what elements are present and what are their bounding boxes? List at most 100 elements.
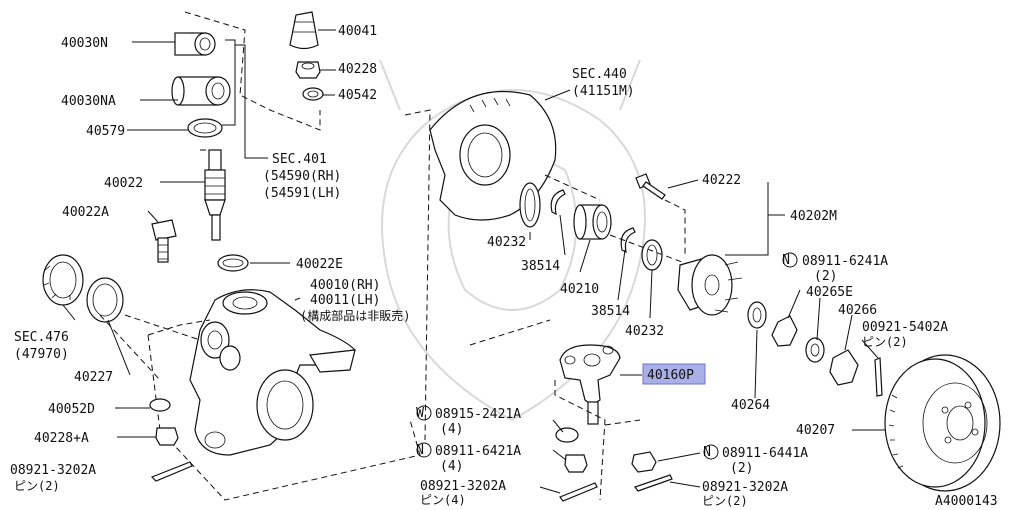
hub-40202M bbox=[677, 254, 743, 316]
seal-40232-b bbox=[641, 239, 663, 271]
circle-w-icon: W bbox=[416, 406, 424, 421]
label-sec476-sub: (47970) bbox=[14, 347, 69, 362]
label-40022E[interactable]: 40022E bbox=[296, 257, 343, 272]
label-40210[interactable]: 40210 bbox=[560, 282, 599, 297]
dashed-guide bbox=[604, 419, 641, 426]
label-sec401[interactable]: SEC.401 bbox=[272, 152, 327, 167]
label-note-jp: (構成部品は非販売) bbox=[300, 308, 410, 323]
label-08915-qty: (4) bbox=[440, 422, 463, 437]
label-40579[interactable]: 40579 bbox=[86, 124, 125, 139]
label-40542[interactable]: 40542 bbox=[338, 88, 377, 103]
steering-knuckle bbox=[189, 289, 356, 456]
label-08911-6441A-qty: (2) bbox=[730, 461, 753, 476]
label-08915-2421A[interactable]: 08915-2421A bbox=[435, 407, 521, 422]
bearing-40030N bbox=[174, 32, 216, 56]
label-40222[interactable]: 40222 bbox=[702, 173, 741, 188]
leader-lines-right bbox=[754, 289, 879, 399]
nut-08911-6441A bbox=[631, 451, 657, 473]
label-40202M[interactable]: 40202M bbox=[790, 209, 837, 224]
rotor-40207 bbox=[884, 354, 1001, 492]
label-08911-6241A-qty: (2) bbox=[814, 269, 837, 284]
label-40011[interactable]: 40011(LH) bbox=[310, 293, 380, 308]
castle-nut-40266 bbox=[829, 349, 859, 386]
label-08921-mid[interactable]: 08921-3202A bbox=[420, 479, 506, 494]
washer-08915-2421A bbox=[555, 427, 579, 443]
snap-ring-38514-a bbox=[550, 189, 566, 216]
circle-n-icon: N bbox=[703, 445, 711, 460]
label-08911-6441A[interactable]: 08911-6441A bbox=[722, 446, 808, 461]
washer-40542 bbox=[302, 87, 324, 101]
washer-40264 bbox=[747, 301, 767, 329]
washer-40052D bbox=[149, 398, 171, 412]
dashed-guide bbox=[664, 199, 686, 255]
leader-lines-mid bbox=[529, 214, 653, 319]
nut-40228A bbox=[155, 427, 179, 446]
label-40232-a[interactable]: 40232 bbox=[487, 235, 526, 250]
label-40022[interactable]: 40022 bbox=[104, 176, 143, 191]
label-08921-left[interactable]: 08921-3202A bbox=[10, 463, 96, 478]
label-40232-b[interactable]: 40232 bbox=[625, 324, 664, 339]
label-40010[interactable]: 40010(RH) bbox=[310, 278, 380, 293]
label-40052D[interactable]: 40052D bbox=[48, 402, 95, 417]
label-08911-6421A-qty: (4) bbox=[440, 459, 463, 474]
label-40030NA[interactable]: 40030NA bbox=[61, 94, 116, 109]
label-40266[interactable]: 40266 bbox=[838, 303, 877, 318]
label-sec401-lh: (54591(LH) bbox=[263, 186, 341, 201]
label-40228A[interactable]: 40228+A bbox=[34, 431, 89, 446]
dashed-guide bbox=[184, 11, 321, 131]
tone-ring-sec476 bbox=[42, 254, 84, 306]
label-sec440-sub: (41151M) bbox=[572, 84, 635, 99]
circle-n-icon: N bbox=[416, 443, 424, 458]
circled-letter-icons bbox=[416, 252, 798, 460]
label-38514-a[interactable]: 38514 bbox=[521, 259, 560, 274]
part-labels: 40030N 40030NA 40579 40041 40228 40542 S… bbox=[10, 24, 998, 509]
dashed-guide bbox=[469, 319, 606, 501]
washer-40265E bbox=[805, 337, 825, 363]
label-sec476[interactable]: SEC.476 bbox=[14, 330, 69, 345]
label-40041[interactable]: 40041 bbox=[338, 24, 377, 39]
boot-40041 bbox=[289, 11, 319, 50]
dashed-guide bbox=[404, 109, 431, 441]
label-00921[interactable]: 00921-5402A bbox=[862, 320, 948, 335]
label-40022A[interactable]: 40022A bbox=[62, 205, 109, 220]
label-08921-right[interactable]: 08921-3202A bbox=[702, 480, 788, 495]
label-sec401-rh: (54590(RH) bbox=[263, 169, 341, 184]
label-40227[interactable]: 40227 bbox=[74, 370, 113, 385]
dashed-guide bbox=[147, 319, 421, 501]
bearing-40210 bbox=[573, 204, 612, 240]
dashed-guide bbox=[544, 174, 691, 266]
bearing-40030NA bbox=[171, 76, 231, 106]
label-40030N[interactable]: 40030N bbox=[61, 36, 108, 51]
cotter-pin-right-bottom bbox=[634, 474, 673, 492]
label-40207[interactable]: 40207 bbox=[796, 423, 835, 438]
nut-40228 bbox=[295, 61, 321, 79]
leader-lines-bottom bbox=[539, 419, 701, 494]
nut-08911-6241A bbox=[771, 315, 798, 347]
label-38514-b[interactable]: 38514 bbox=[591, 304, 630, 319]
highlight-box bbox=[642, 363, 706, 385]
label-40228[interactable]: 40228 bbox=[338, 62, 377, 77]
leader-sec440 bbox=[544, 89, 571, 101]
seal-40579 bbox=[187, 118, 223, 138]
label-08911-6421A[interactable]: 08911-6421A bbox=[435, 444, 521, 459]
leader-40202M bbox=[725, 182, 785, 256]
cotter-pin-00921 bbox=[874, 357, 883, 397]
label-40265E[interactable]: 40265E bbox=[806, 285, 853, 300]
label-40264[interactable]: 40264 bbox=[731, 398, 770, 413]
hub-bolt-40222 bbox=[635, 173, 666, 200]
label-08911-6241A[interactable]: 08911-6241A bbox=[802, 254, 888, 269]
label-pin-mid: ピン(4) bbox=[420, 493, 466, 507]
stud-40022 bbox=[204, 149, 226, 241]
oring-40022E bbox=[217, 254, 249, 272]
cotter-pin-mid bbox=[559, 482, 598, 502]
label-40160P[interactable]: 40160P bbox=[647, 368, 694, 383]
diagram-id: A4000143 bbox=[935, 494, 998, 509]
circle-n-icon: N bbox=[782, 253, 790, 268]
label-pin-right: ピン(2) bbox=[702, 494, 748, 508]
label-pin-left: ピン(2) bbox=[14, 479, 60, 493]
bolt-40022A bbox=[151, 219, 177, 263]
label-sec440[interactable]: SEC.440 bbox=[572, 67, 627, 82]
ball-joint-40160P bbox=[559, 344, 621, 425]
label-00921-pin: ピン(2) bbox=[862, 335, 908, 349]
